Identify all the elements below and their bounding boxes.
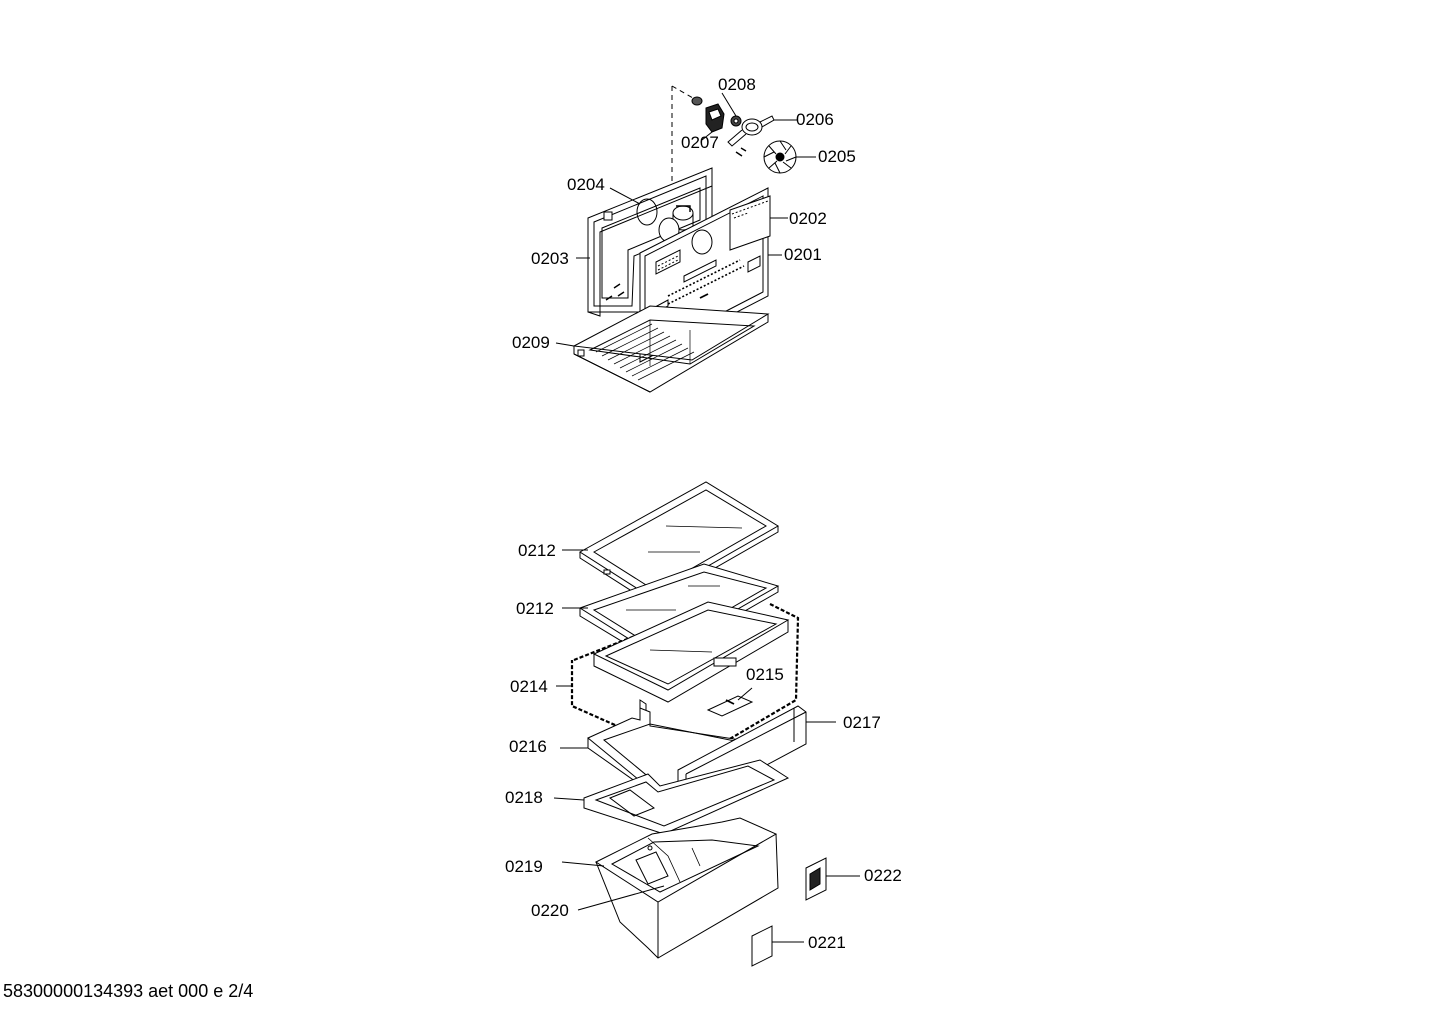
part-0222-clip bbox=[805, 857, 860, 901]
part-0221-label bbox=[751, 925, 804, 967]
part-crisper-cover-glass bbox=[592, 601, 790, 717]
callout-0204: 0204 bbox=[567, 175, 605, 194]
part-0215-humidity-slider bbox=[706, 687, 754, 717]
callout-0205: 0205 bbox=[818, 147, 856, 166]
callout-0202: 0202 bbox=[789, 209, 827, 228]
callout-0222: 0222 bbox=[864, 866, 902, 885]
callout-0214: 0214 bbox=[510, 677, 548, 696]
callout-0221: 0221 bbox=[808, 933, 846, 952]
air-duct-assembly bbox=[555, 85, 816, 393]
callout-0217: 0217 bbox=[843, 713, 881, 732]
callout-0220: 0220 bbox=[531, 901, 569, 920]
callout-0212-upper: 0212 bbox=[518, 541, 556, 560]
callout-0212-lower: 0212 bbox=[516, 599, 554, 618]
part-0204-duct-fitting bbox=[658, 205, 694, 243]
callout-0206: 0206 bbox=[796, 110, 834, 129]
part-0209-drip-tray bbox=[555, 305, 770, 393]
part-0205-fan-wheel bbox=[735, 140, 816, 174]
callout-0218: 0218 bbox=[505, 788, 543, 807]
document-code-footer: 58300000134393 aet 000 e 2/4 bbox=[3, 981, 254, 1001]
callout-0219: 0219 bbox=[505, 857, 543, 876]
callout-0201: 0201 bbox=[784, 245, 822, 264]
callout-0208: 0208 bbox=[718, 75, 756, 94]
callout-0215: 0215 bbox=[746, 665, 784, 684]
part-0214-group-outline bbox=[556, 603, 800, 762]
callout-0209: 0209 bbox=[512, 333, 550, 352]
part-0218-drawer-cover bbox=[553, 759, 790, 835]
part-0202-cover-plate bbox=[729, 195, 788, 251]
callout-0203: 0203 bbox=[531, 249, 569, 268]
callout-0207: 0207 bbox=[681, 133, 719, 152]
part-0206-motor-bracket bbox=[727, 115, 798, 147]
part-0208-nut bbox=[691, 96, 742, 127]
shelf-and-drawer-assembly bbox=[553, 481, 860, 967]
callout-0216: 0216 bbox=[509, 737, 547, 756]
part-0220-leader bbox=[577, 885, 665, 911]
part-0207-fan-motor bbox=[705, 103, 725, 133]
part-0219-crisper-drawer bbox=[561, 817, 779, 959]
upper-leader-lines bbox=[576, 92, 737, 259]
